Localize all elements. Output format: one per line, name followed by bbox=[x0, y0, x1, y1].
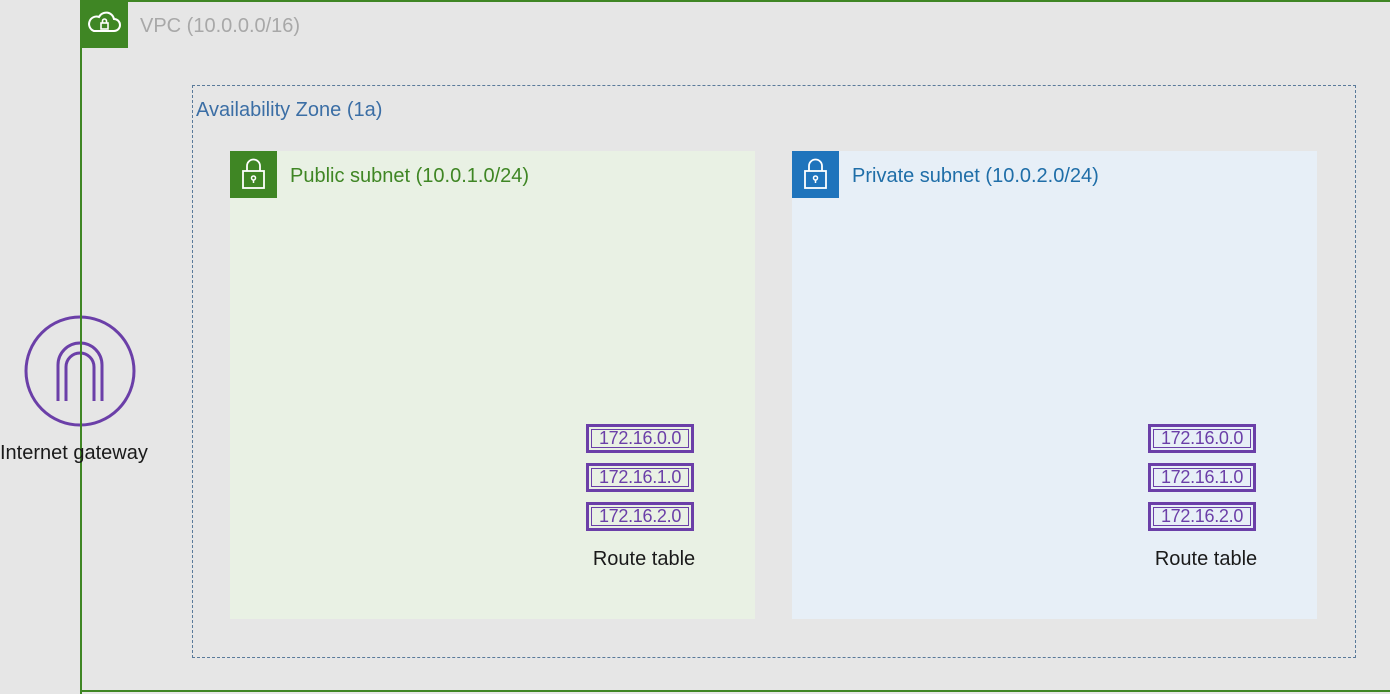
route-table-entry: 172.16.1.0 bbox=[1148, 463, 1256, 492]
private-subnet-label: Private subnet (10.0.2.0/24) bbox=[852, 165, 1099, 187]
private-subnet-group: Private subnet (10.0.2.0/24) 172.16.0.0 … bbox=[792, 151, 1317, 619]
public-subnet-group: Public subnet (10.0.1.0/24) 172.16.0.0 1… bbox=[230, 151, 755, 619]
lock-icon bbox=[804, 158, 827, 189]
route-table-entry: 172.16.0.0 bbox=[1148, 424, 1256, 453]
vpc-border-line bbox=[80, 0, 82, 694]
route-table-label: Route table bbox=[1154, 548, 1258, 570]
internet-gateway-label: Internet gateway bbox=[0, 442, 148, 464]
availability-zone-group bbox=[192, 85, 1356, 658]
vpc-icon-box bbox=[80, 0, 128, 48]
public-route-table: 172.16.0.0 172.16.1.0 172.16.2.0 Route t… bbox=[586, 424, 702, 570]
public-subnet-label: Public subnet (10.0.1.0/24) bbox=[290, 165, 530, 187]
route-table-label: Route table bbox=[592, 548, 696, 570]
route-table-entry: 172.16.1.0 bbox=[586, 463, 694, 492]
availability-zone-label: Availability Zone (1a) bbox=[196, 99, 383, 121]
cloud-lock-icon bbox=[88, 11, 121, 32]
route-table-entry: 172.16.2.0 bbox=[1148, 502, 1256, 531]
route-table-entry: 172.16.2.0 bbox=[586, 502, 694, 531]
vpc-label: VPC (10.0.0.0/16) bbox=[140, 15, 301, 37]
private-route-table: 172.16.0.0 172.16.1.0 172.16.2.0 Route t… bbox=[1148, 424, 1264, 570]
lock-icon bbox=[242, 158, 265, 189]
public-subnet-icon-box bbox=[230, 151, 277, 198]
private-subnet-icon-box bbox=[792, 151, 839, 198]
route-table-entry: 172.16.0.0 bbox=[586, 424, 694, 453]
